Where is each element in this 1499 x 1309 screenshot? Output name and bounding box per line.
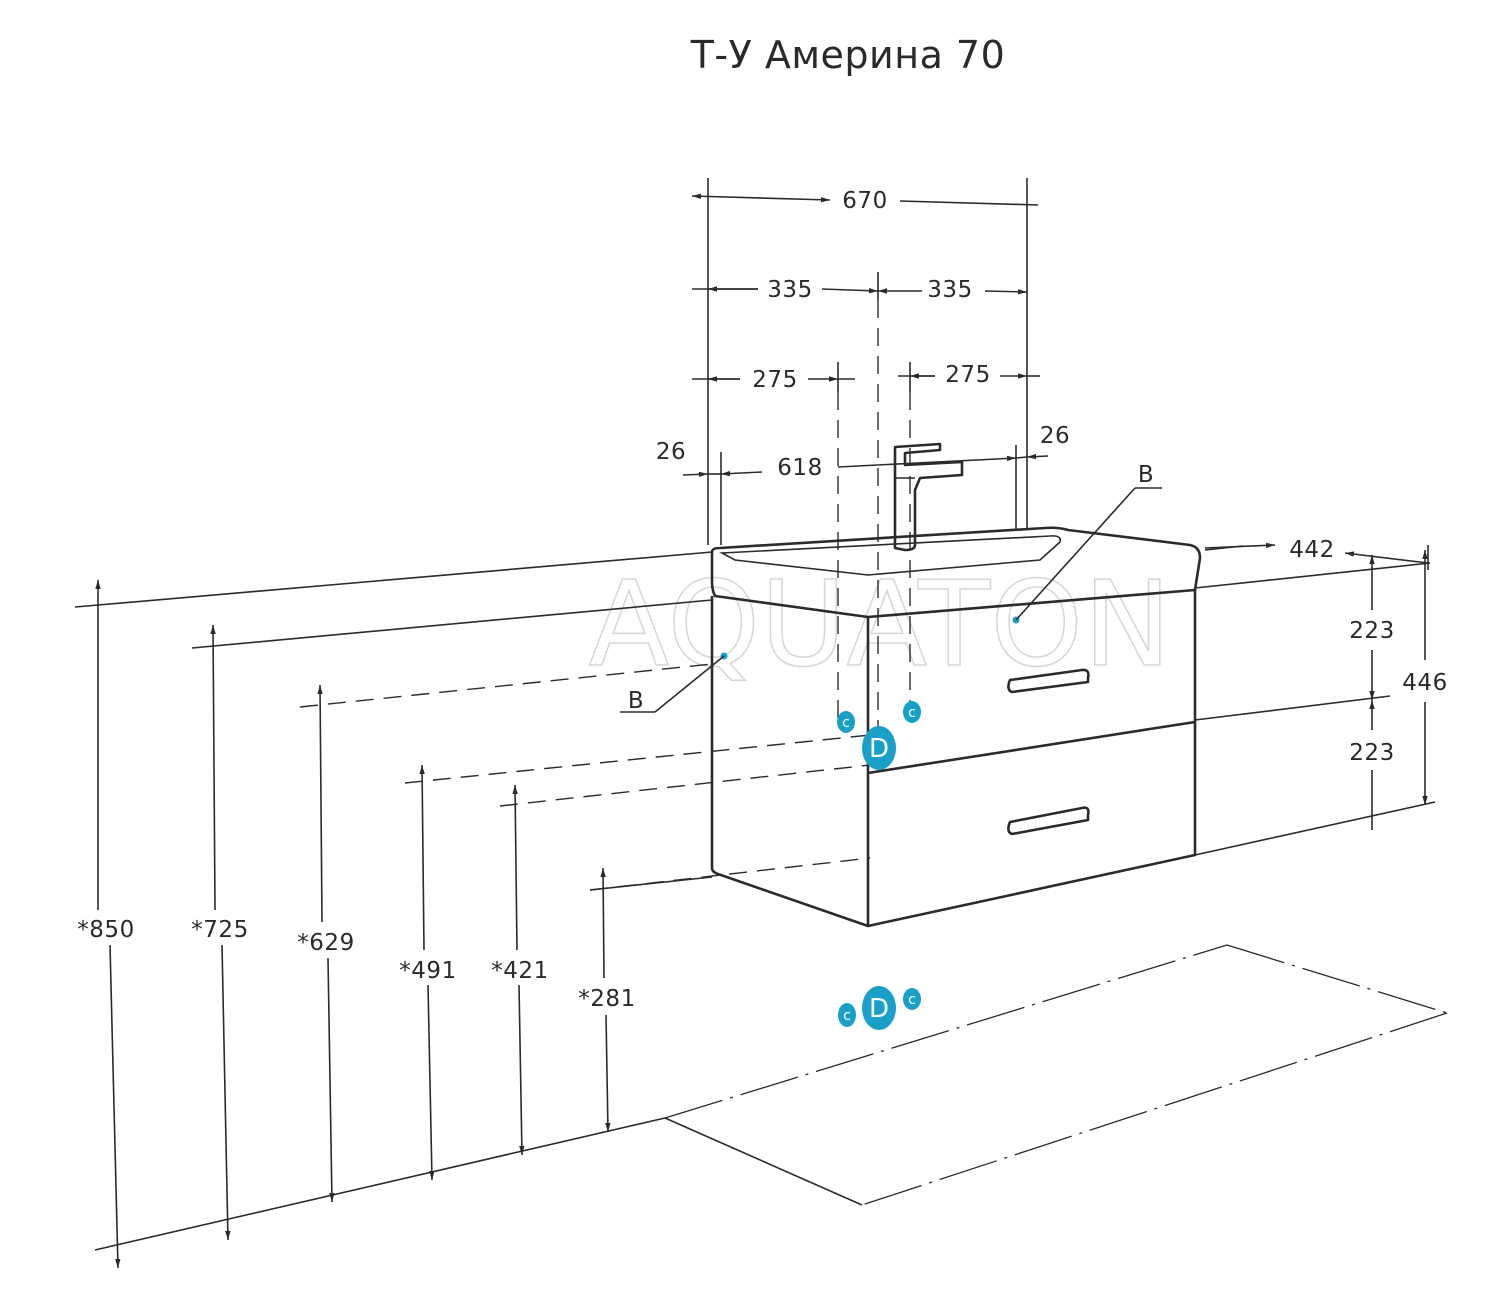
c-icon [903, 701, 921, 723]
c-icon [837, 711, 855, 733]
wall-lines [74, 545, 1436, 1251]
d-icon [862, 986, 896, 1030]
floor-plane [664, 944, 1448, 1206]
vanity-cabinet [710, 442, 1202, 928]
height-281: *281 [578, 986, 635, 1012]
connection-markers-wall: c c D [837, 701, 921, 770]
b-markers: B B [620, 462, 1162, 714]
dim-335-right: 335 [927, 277, 972, 303]
dim-275-left: 275 [752, 367, 797, 393]
dim-335-left: 335 [767, 277, 812, 303]
height-629: *629 [297, 930, 354, 956]
right-dimensions: 442 223 223 446 [1204, 537, 1447, 830]
c-icon [903, 988, 921, 1010]
label-b-right: B [1138, 462, 1154, 488]
dim-26-left: 26 [656, 439, 686, 465]
dim-275-right: 275 [945, 362, 990, 388]
watermark: AQUATON [589, 555, 1172, 693]
c-label: c [908, 992, 916, 1008]
connection-markers-floor: c c D [838, 986, 921, 1030]
dim-618: 618 [777, 455, 822, 481]
height-421: *421 [491, 958, 548, 984]
height-491: *491 [399, 958, 456, 984]
c-label: c [842, 715, 850, 731]
c-label: c [908, 705, 916, 721]
dim-442: 442 [1289, 537, 1334, 563]
c-icon [838, 1003, 856, 1027]
dim-446: 446 [1402, 670, 1447, 696]
height-725: *725 [191, 917, 248, 943]
d-label: D [869, 734, 889, 764]
c-label: c [843, 1008, 851, 1024]
height-850: *850 [77, 917, 134, 943]
d-label: D [869, 994, 889, 1024]
dim-223-upper: 223 [1349, 618, 1394, 644]
page-title: Т-У Америна 70 [690, 33, 1006, 77]
label-b-left: B [628, 688, 644, 714]
dim-26-right: 26 [1040, 423, 1070, 449]
top-dimensions: 670 335 335 275 275 26 618 26 [656, 178, 1070, 545]
height-dimensions: *850 *725 *629 *491 *421 *281 [77, 580, 635, 1269]
dim-223-lower: 223 [1349, 740, 1394, 766]
d-icon [862, 726, 896, 770]
dim-670: 670 [842, 188, 887, 214]
